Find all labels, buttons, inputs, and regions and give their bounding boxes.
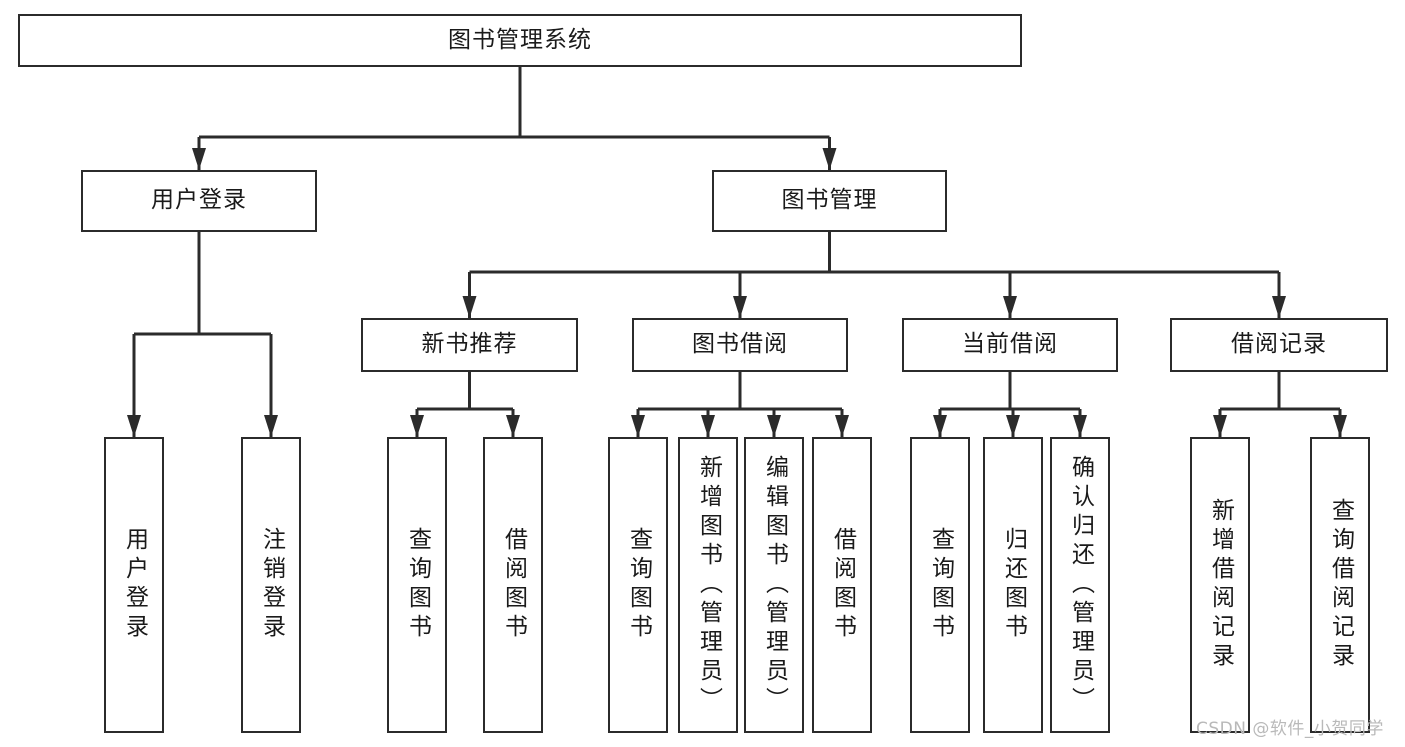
node-l-addbook: 新增图书（管理员）: [678, 437, 738, 733]
node-label: 用户登录: [151, 187, 247, 214]
edge-arrowhead: [1006, 415, 1020, 437]
node-l-return: 归还图书: [983, 437, 1043, 733]
node-root: 图书管理系统: [18, 14, 1022, 67]
node-label: 借阅记录: [1231, 331, 1327, 358]
edge-arrowhead: [1272, 296, 1286, 318]
node-newbook: 新书推荐: [361, 318, 578, 372]
edge-arrowhead: [410, 415, 424, 437]
node-l-confirm: 确认归还（管理员）: [1050, 437, 1110, 733]
node-label: 新增借阅记录: [1207, 498, 1234, 672]
edge-arrowhead: [835, 415, 849, 437]
node-l-qrec: 查询借阅记录: [1310, 437, 1370, 733]
edge-arrowhead: [822, 148, 837, 170]
edge-arrowhead: [1073, 415, 1087, 437]
edge-arrowhead: [933, 415, 947, 437]
node-label: 新增图书（管理员）: [695, 454, 722, 716]
node-l-qbook2: 查询图书: [608, 437, 668, 733]
edge-arrowhead: [701, 415, 715, 437]
node-l-qbook3: 查询图书: [910, 437, 970, 733]
node-label: 查询图书: [404, 527, 431, 643]
edge-arrowhead: [767, 415, 781, 437]
node-bookmgr: 图书管理: [712, 170, 947, 232]
edge-arrowhead: [264, 415, 278, 437]
edge-arrowhead: [1213, 415, 1227, 437]
node-borrow: 图书借阅: [632, 318, 848, 372]
node-l-login: 用户登录: [104, 437, 164, 733]
edge-arrowhead: [733, 296, 747, 318]
watermark-text: CSDN @软件_小贺同学: [1196, 719, 1384, 739]
node-label: 查询图书: [625, 527, 652, 643]
node-l-bbook2: 借阅图书: [812, 437, 872, 733]
node-label: 图书借阅: [692, 331, 788, 358]
node-current: 当前借阅: [902, 318, 1118, 372]
node-l-bbook1: 借阅图书: [483, 437, 543, 733]
edge-arrowhead: [506, 415, 520, 437]
node-label: 新书推荐: [421, 331, 518, 358]
node-label: 借阅图书: [500, 527, 527, 643]
edge-arrowhead: [192, 148, 206, 170]
node-l-qbook1: 查询图书: [387, 437, 447, 733]
node-login: 用户登录: [81, 170, 317, 232]
node-records: 借阅记录: [1170, 318, 1388, 372]
edge-arrowhead: [631, 415, 645, 437]
edge-arrowhead: [1003, 296, 1017, 318]
edge-arrowhead: [462, 296, 477, 318]
edge-arrowhead: [1333, 415, 1347, 437]
node-label: 图书管理: [781, 187, 878, 214]
edge-arrowhead: [127, 415, 141, 437]
node-label: 图书管理系统: [448, 26, 592, 53]
node-label: 查询借阅记录: [1327, 498, 1354, 672]
node-l-addrec: 新增借阅记录: [1190, 437, 1250, 733]
node-l-editbook: 编辑图书（管理员）: [744, 437, 804, 733]
node-label: 查询图书: [927, 527, 954, 643]
node-label: 确认归还（管理员）: [1067, 454, 1094, 716]
node-l-logout: 注销登录: [241, 437, 301, 733]
node-label: 归还图书: [1000, 527, 1027, 643]
node-label: 用户登录: [121, 527, 148, 643]
node-label: 借阅图书: [829, 527, 856, 643]
node-label: 当前借阅: [962, 331, 1058, 358]
node-label: 注销登录: [258, 527, 285, 643]
node-label: 编辑图书（管理员）: [761, 454, 788, 716]
